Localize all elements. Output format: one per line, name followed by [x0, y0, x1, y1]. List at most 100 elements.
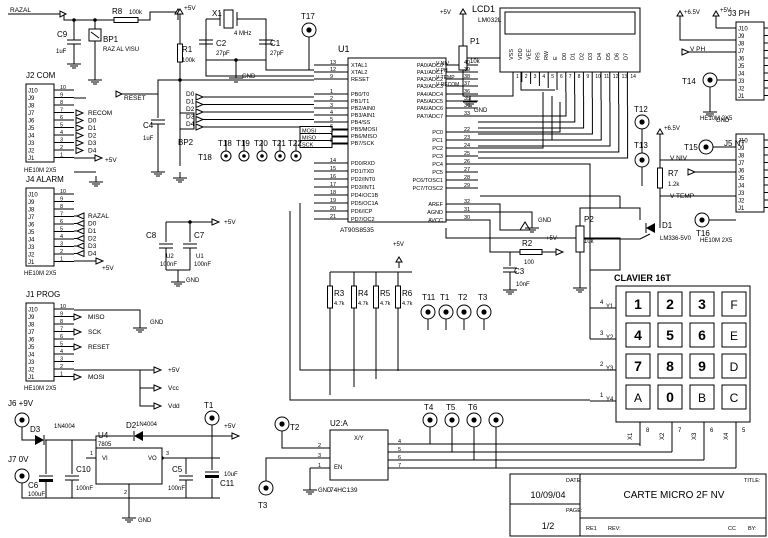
j2-header-pin-num: 10	[60, 85, 66, 91]
u1-pin-name: PD2/INT0	[351, 177, 375, 183]
u1-pin-name: PD4/OC1B	[351, 193, 379, 199]
ground-bp1	[88, 74, 102, 85]
spi-bus-label: MISO	[302, 136, 317, 142]
j2-arrow	[75, 109, 85, 117]
keypad-key[interactable]	[689, 384, 715, 410]
j2-header-pin-label: J8	[28, 104, 35, 110]
keypad-key[interactable]	[657, 353, 683, 379]
p1-value: 10k	[470, 59, 481, 65]
net-label-plus5v: +5V	[168, 367, 180, 374]
testpoint-label: T1	[204, 401, 214, 410]
keypad-key[interactable]	[625, 384, 651, 410]
j1-value: HE10M 2X5	[24, 386, 57, 392]
testpoint-j6	[14, 412, 30, 428]
wire-lcd-ctrl	[478, 92, 544, 149]
c2b-capacitor	[259, 39, 273, 45]
keypad-key[interactable]	[689, 322, 715, 348]
j4-header-pin-label: J9	[28, 200, 35, 206]
c4-value: 1uF	[143, 136, 154, 142]
keypad-key[interactable]	[721, 353, 747, 379]
c9-value: 1uF	[56, 49, 67, 55]
wire	[265, 457, 330, 481]
j4-header-pin-label: J1	[28, 260, 35, 266]
keypad-col-pin: 6	[710, 428, 714, 434]
c5-capacitor	[179, 475, 193, 481]
d3-ref: D3	[30, 425, 41, 434]
j1-header-pin-label: J8	[28, 323, 35, 329]
wire-lcd-data	[478, 106, 629, 159]
keypad-key-label: 3	[698, 296, 706, 312]
keypad-key[interactable]	[657, 322, 683, 348]
j1-arrow	[73, 343, 83, 351]
j3-header-pin-label: J6	[738, 57, 745, 63]
testpoint-label: T1	[440, 293, 450, 302]
wire	[478, 203, 520, 231]
keypad-key[interactable]	[721, 291, 747, 317]
j4-signal-label: D1	[88, 228, 97, 235]
keypad-key[interactable]	[625, 322, 651, 348]
u1-pin-name: AVCC	[428, 218, 443, 224]
testpoint-t3	[422, 412, 438, 428]
j4-signal-label: D0	[88, 221, 97, 228]
u1-pin-number: 24	[464, 143, 470, 149]
u1-pin-number: 33	[464, 111, 470, 117]
testpoint-label: T18	[218, 139, 232, 148]
j1-arrow	[73, 373, 83, 381]
keypad-key[interactable]	[625, 353, 651, 379]
u4-pin-num: 2	[124, 490, 127, 496]
d3-diode	[35, 435, 45, 445]
j5-header-pin-label: J10	[738, 139, 748, 145]
razal-arrow	[59, 10, 68, 18]
wire	[679, 22, 736, 41]
d2-ref: D2	[126, 421, 137, 430]
testpoint-label: T15	[684, 143, 698, 152]
by-label: BY:	[748, 526, 757, 532]
keypad-key[interactable]	[657, 384, 683, 410]
net-label-plus5v: +5V	[546, 236, 557, 242]
keypad-key[interactable]	[721, 384, 747, 410]
vrecom-bus-label: V RECOM	[436, 82, 459, 88]
keypad-key[interactable]	[625, 291, 651, 317]
j6-ref: J6 +9V	[8, 399, 34, 408]
keypad-key[interactable]	[657, 291, 683, 317]
wire-keypad-y1	[478, 163, 591, 308]
lcd-pin-name: D3	[588, 53, 594, 60]
j2-header-pin-label: J1	[28, 156, 35, 162]
j2-header-pin-num: 9	[60, 93, 63, 99]
keypad-key[interactable]	[721, 322, 747, 348]
u2-pin-number: 3	[318, 453, 321, 459]
j3-header-pin-label: J7	[738, 49, 745, 55]
keypad-key[interactable]	[689, 353, 715, 379]
j4-signal-label: D3	[88, 243, 97, 250]
j2-header-pin-label: J7	[28, 111, 35, 117]
j2-header-pin-label: J5	[28, 126, 35, 132]
u4-pin-vo: VO	[148, 456, 157, 462]
keypad-key-label: 2	[666, 296, 674, 312]
lcd-pin-num: 6	[560, 74, 563, 80]
keypad-row-label: Y3	[606, 366, 614, 372]
u1-pin-number: 15	[330, 166, 336, 172]
wire-lcd-ctrl	[478, 102, 561, 133]
r1-value: 100k	[182, 58, 196, 64]
u1-pin-name: PB1/T1	[351, 99, 369, 105]
lcd-pin-num: 2	[525, 74, 528, 80]
testpoint-t8	[438, 304, 454, 320]
vniv-bus-label: V NIV	[436, 61, 450, 67]
lcd-pin-num: 8	[578, 74, 581, 80]
j4-signal-label: D2	[88, 236, 97, 243]
u1-pin-name: PA3/ADC3	[417, 84, 443, 90]
lcd1-screen	[504, 11, 636, 35]
testpoint-label: T19	[236, 139, 250, 148]
c2-capacitor	[199, 39, 213, 45]
r5-ref: R5	[380, 289, 391, 298]
keypad-key[interactable]	[689, 291, 715, 317]
u1-pin-name: PA7/ADC7	[417, 114, 443, 120]
wire-razal	[8, 11, 178, 21]
net-label-reset: RESET	[124, 95, 146, 102]
p2-ref: P2	[584, 215, 594, 224]
c6-value: 100uF	[28, 492, 45, 498]
u1-pin-number: 20	[330, 206, 336, 212]
plus5v-flag-lcd	[459, 8, 467, 20]
lcd-pin-name: D1	[571, 53, 577, 60]
u4-pin-num: 3	[166, 451, 169, 457]
